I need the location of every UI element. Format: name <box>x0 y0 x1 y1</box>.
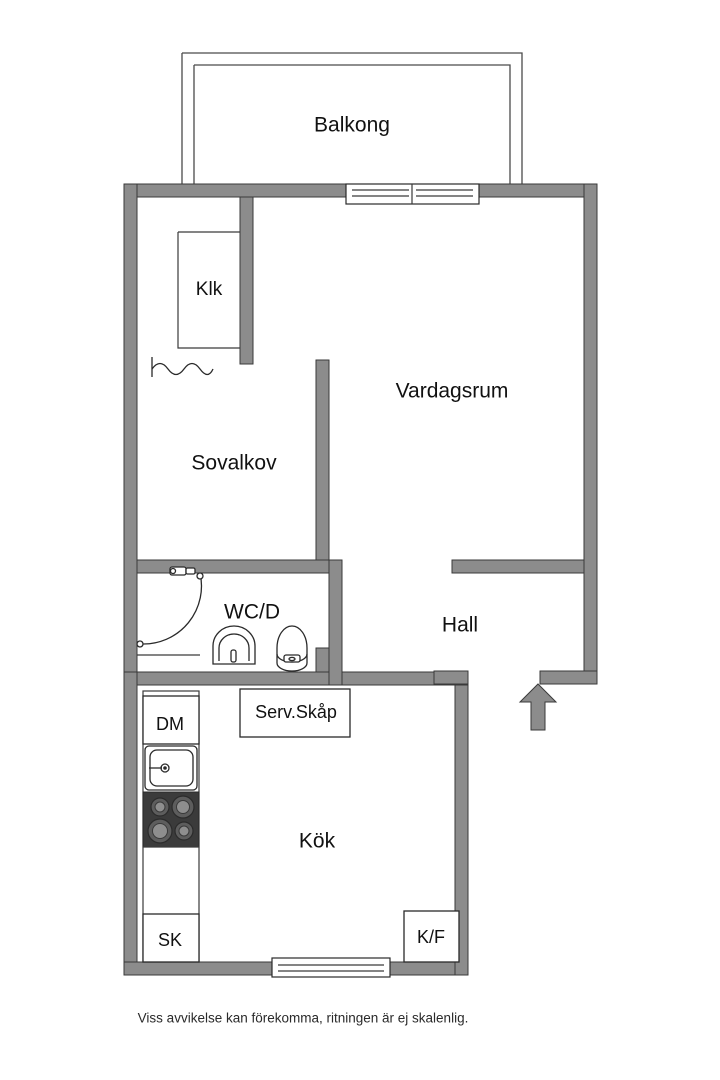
pantry-unit: SK <box>142 913 200 963</box>
entry-arrow-icon <box>518 683 558 731</box>
exterior-wall-top-right <box>478 183 598 198</box>
drawing-disclaimer-caption: Viss avvikelse kan förekomma, ritningen … <box>138 1011 469 1026</box>
washbasin-tap <box>230 649 237 663</box>
room-label-kok: Kök <box>299 830 336 853</box>
washbasin-icon <box>212 625 256 665</box>
shower-icon <box>136 566 204 648</box>
fridge-freezer-unit: K/F <box>403 910 460 963</box>
balcony-door-icon <box>345 183 480 205</box>
exterior-wall-hall-bottom-left <box>433 670 469 685</box>
exterior-wall-hall-bottom-right <box>539 670 598 685</box>
toilet-bowl <box>276 625 308 672</box>
dishwasher-label: DM <box>156 714 184 734</box>
klk-inner-outline <box>177 231 240 349</box>
shower-screen-hinge-top <box>196 572 204 580</box>
room-hall: Hall <box>328 559 558 731</box>
partition-vardagsrum-hall <box>451 559 585 574</box>
exterior-wall-kitchen-top <box>136 671 469 686</box>
shower-screen-hinge-bottom <box>136 640 144 648</box>
shower-mixer-spout <box>185 567 196 575</box>
pantry-outline <box>142 913 200 963</box>
shower-mixer-knob <box>169 567 177 575</box>
stove-icon <box>142 791 200 848</box>
serv-skap-outline <box>239 688 351 738</box>
serv-skap-label: Serv.Skåp <box>255 702 337 722</box>
dishwasher-outline <box>142 695 200 745</box>
stove-burner-front-right-inner <box>178 825 190 837</box>
exterior-wall-right <box>583 183 598 685</box>
kitchen-sink-drain-center <box>163 766 167 770</box>
exterior-walls <box>123 183 598 976</box>
exterior-wall-top-left <box>123 183 347 198</box>
room-wcd: WC/D <box>136 566 330 673</box>
kitchen-window-frame <box>271 957 391 978</box>
exterior-wall-bottom-left <box>123 961 273 976</box>
balcony-inner-outline <box>193 64 511 188</box>
room-vardagsrum: Vardagsrum <box>396 380 585 574</box>
room-label-hall: Hall <box>442 614 478 637</box>
kitchen-sink-icon <box>144 745 198 791</box>
room-kok: DM <box>142 690 460 978</box>
partition-wcd-right-stub <box>315 647 330 673</box>
stove-burner-front-left-inner <box>152 823 168 839</box>
partition-sovalkov-right <box>315 359 330 573</box>
stove-burner-back-left-inner <box>154 801 166 813</box>
pantry-label: SK <box>158 930 182 950</box>
room-sovalkov: Sovalkov <box>136 357 343 574</box>
balcony-outer-outline <box>181 52 523 188</box>
partition-hall-left <box>328 559 343 686</box>
exterior-wall-left-upper <box>123 183 138 673</box>
room-label-balkong: Balkong <box>314 114 390 137</box>
shower-screen-curve <box>141 572 203 645</box>
serv-skap-box: Serv.Skåp <box>239 688 351 738</box>
balcony-area: Balkong <box>181 52 523 188</box>
room-label-vardagsrum: Vardagsrum <box>396 380 509 403</box>
stove-burner-back-right-inner <box>176 800 190 814</box>
room-label-klk: Klk <box>196 279 223 300</box>
exterior-wall-left-lower <box>123 671 138 976</box>
washbasin-inner <box>218 633 250 661</box>
washbasin-bowl <box>212 625 256 665</box>
radiator-icon <box>151 357 214 377</box>
partition-klk-right <box>239 196 254 365</box>
partition-sovalkov-bottom <box>136 559 343 574</box>
toilet-icon <box>276 625 308 672</box>
fridge-freezer-outline <box>403 910 460 963</box>
radiator-coil <box>151 362 214 376</box>
room-label-wcd: WC/D <box>224 601 280 624</box>
toilet-flush-button <box>288 656 296 662</box>
room-label-sovalkov: Sovalkov <box>191 452 277 475</box>
dishwasher-unit: DM <box>142 695 200 745</box>
kitchen-window-icon <box>271 957 391 978</box>
fridge-freezer-label: K/F <box>417 927 445 947</box>
room-klk: Klk <box>177 196 254 365</box>
